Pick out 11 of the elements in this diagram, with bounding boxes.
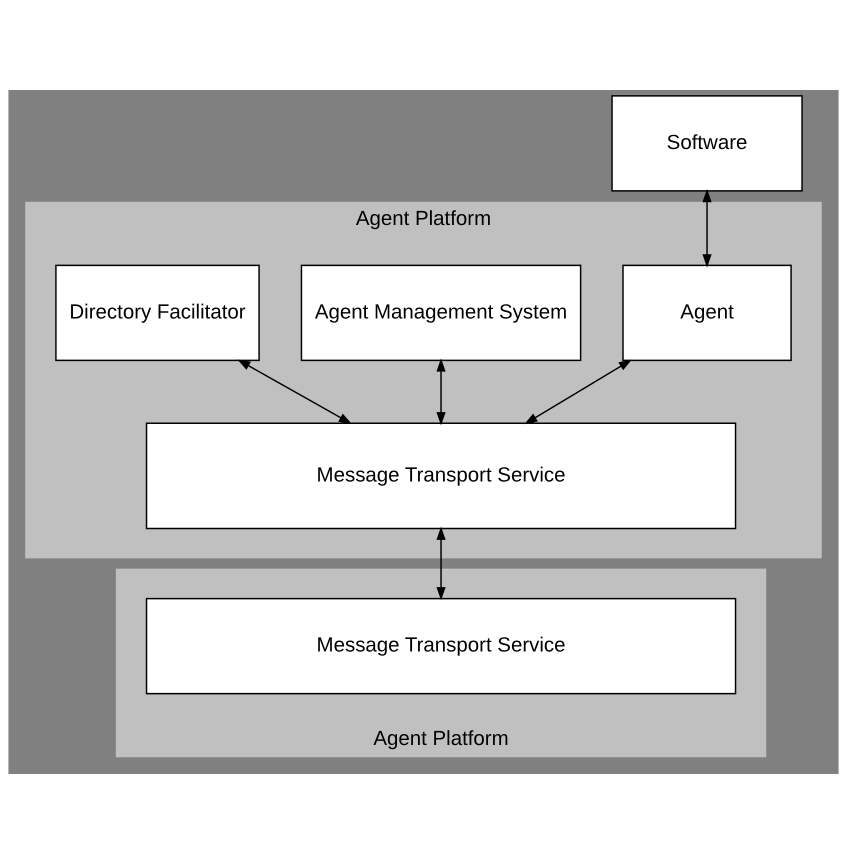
node-box: Message Transport Service [146, 422, 736, 529]
node-box: Agent [622, 264, 792, 361]
node-box: Message Transport Service [146, 597, 736, 694]
arrow [237, 358, 352, 424]
node-box: Software [611, 94, 803, 192]
arrow [524, 359, 632, 424]
arrow [436, 526, 446, 600]
arrow [702, 188, 712, 267]
arrow [436, 358, 446, 425]
node-box: Directory Facilitator [55, 264, 260, 361]
node-box: Agent Management System [300, 264, 582, 361]
